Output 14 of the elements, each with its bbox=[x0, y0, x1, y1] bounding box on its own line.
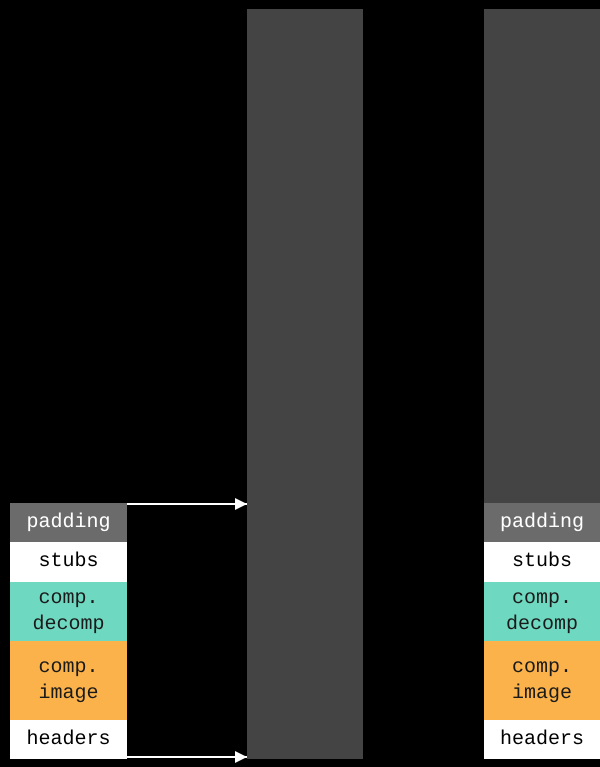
memory-segment: stubs bbox=[484, 542, 600, 582]
arrow bbox=[127, 751, 247, 763]
memory-segment: comp. decomp bbox=[484, 582, 600, 641]
arrow bbox=[127, 498, 247, 510]
memory-segment: padding bbox=[484, 503, 600, 542]
memory-segment: comp. image bbox=[10, 641, 127, 720]
memory-segment: headers bbox=[484, 720, 600, 759]
memory-segment: comp. decomp bbox=[10, 582, 127, 641]
memory-segment: comp. image bbox=[484, 641, 600, 720]
memory-segment: padding bbox=[10, 503, 127, 542]
memory-segment: stubs bbox=[10, 542, 127, 582]
memory-column bbox=[484, 9, 600, 759]
memory-segment: headers bbox=[10, 720, 127, 759]
memory-column bbox=[247, 9, 363, 759]
